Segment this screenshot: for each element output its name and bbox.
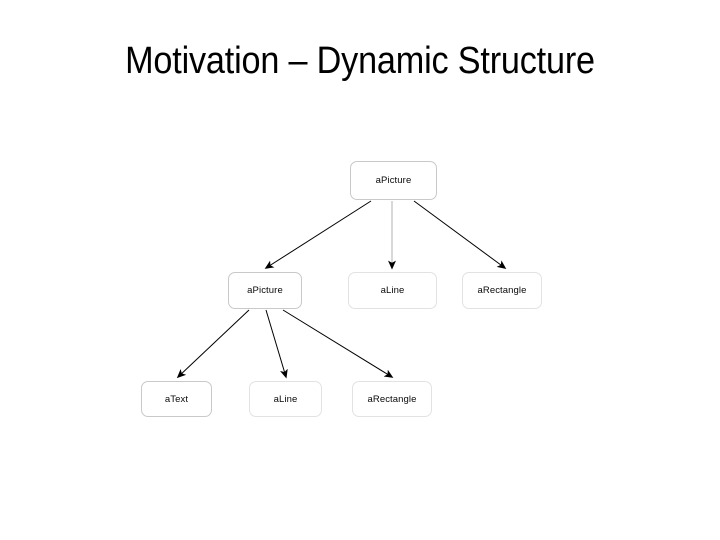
edge-l2-picture-to-l3-rectangle [282, 309, 394, 378]
edge-l2-picture-to-l3-text [176, 309, 250, 379]
edge-l2-picture-to-l3-line [265, 309, 288, 379]
edge-root-to-l2-picture [264, 200, 372, 269]
node-l3-atext[interactable]: aText [141, 381, 212, 417]
node-l2-arectangle[interactable]: aRectangle [462, 272, 542, 309]
node-label: aRectangle [477, 285, 527, 296]
node-label: aLine [273, 393, 298, 405]
node-label: aPicture [375, 175, 412, 186]
node-label: aRectangle [367, 393, 417, 405]
node-label: aText [164, 393, 189, 405]
node-root-apicture[interactable]: aPicture [350, 161, 437, 200]
node-l2-aline[interactable]: aLine [348, 272, 437, 309]
page-title: Motivation – Dynamic Structure [125, 40, 595, 82]
node-label: aPicture [247, 285, 283, 296]
node-l3-aline[interactable]: aLine [249, 381, 322, 417]
node-l3-arectangle[interactable]: aRectangle [352, 381, 432, 417]
edge-root-to-l2-rectangle [413, 200, 507, 269]
node-label: aLine [380, 285, 405, 296]
node-l2-apicture[interactable]: aPicture [228, 272, 302, 309]
